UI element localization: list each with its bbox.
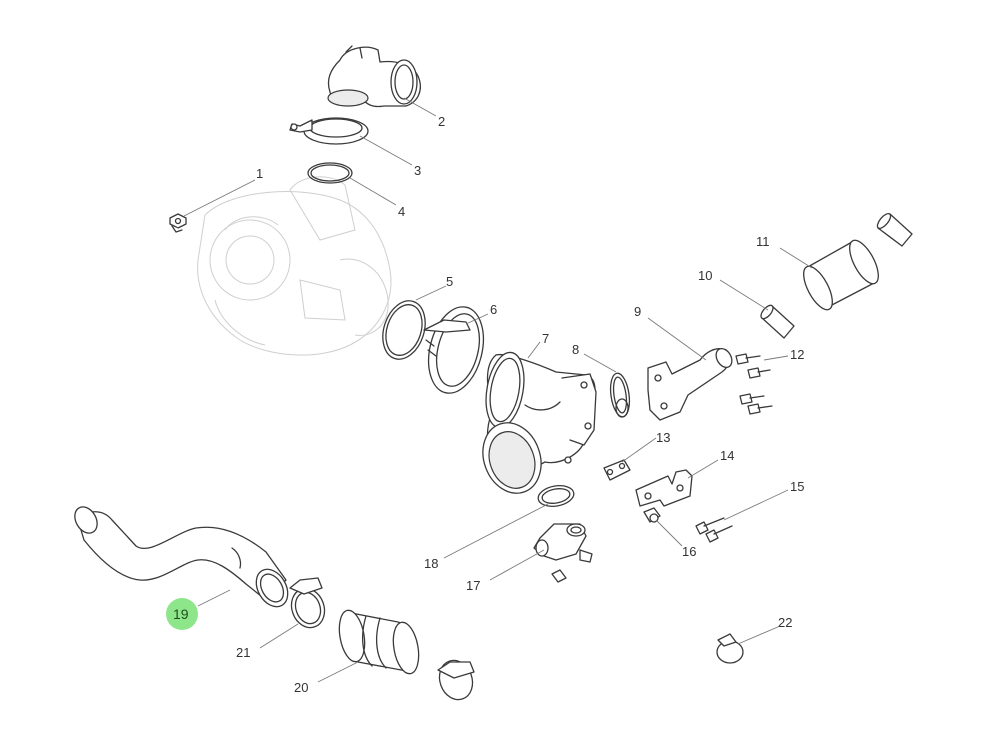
callout-labels: 1 2 3 4 5 6 7 8 9 10 11 12 13 14 15 16 1… xyxy=(173,114,804,695)
turbocharger-ghost xyxy=(197,176,392,356)
part-22-pclip xyxy=(716,633,744,664)
part-14-bracket xyxy=(635,469,693,507)
callout-13[interactable]: 13 xyxy=(656,430,670,445)
highlight-marker-19 xyxy=(166,598,198,630)
part-2-elbow xyxy=(327,45,421,108)
callout-12[interactable]: 12 xyxy=(790,347,804,362)
part-21-clamp xyxy=(289,577,326,629)
part-19-hose xyxy=(74,506,289,608)
callout-1[interactable]: 1 xyxy=(256,166,263,181)
callout-21[interactable]: 21 xyxy=(236,645,250,660)
part-12-bolts xyxy=(735,353,773,415)
part-18-oring xyxy=(537,485,575,507)
part-10-sleeve xyxy=(760,304,795,339)
callout-2[interactable]: 2 xyxy=(438,114,445,129)
callout-3[interactable]: 3 xyxy=(414,163,421,178)
callout-4[interactable]: 4 xyxy=(398,204,405,219)
part-11-hose xyxy=(803,239,879,311)
part-3-vband-clamp xyxy=(289,117,369,145)
leader-lines xyxy=(183,97,813,683)
part-15-bolts xyxy=(695,517,733,543)
callout-10[interactable]: 10 xyxy=(698,268,712,283)
callout-7[interactable]: 7 xyxy=(542,331,549,346)
part-7-exhaust-housing xyxy=(482,351,597,494)
part-11-endcap xyxy=(876,212,913,247)
part-4-oring xyxy=(307,162,353,184)
part-5-oring xyxy=(382,300,426,360)
callout-17[interactable]: 17 xyxy=(466,578,480,593)
callout-15[interactable]: 15 xyxy=(790,479,804,494)
callout-19[interactable]: 19 xyxy=(173,606,189,622)
callout-22[interactable]: 22 xyxy=(778,615,792,630)
part-1-nut xyxy=(169,213,187,233)
part-8-gasket xyxy=(609,372,631,418)
callout-14[interactable]: 14 xyxy=(720,448,734,463)
callout-11[interactable]: 11 xyxy=(756,234,770,249)
callout-8[interactable]: 8 xyxy=(572,342,579,357)
callout-18[interactable]: 18 xyxy=(424,556,438,571)
part-16-fastener xyxy=(643,507,661,523)
part-13-gasket xyxy=(603,459,631,481)
callout-5[interactable]: 5 xyxy=(446,274,453,289)
callout-9[interactable]: 9 xyxy=(634,304,641,319)
callout-20[interactable]: 20 xyxy=(294,680,308,695)
part-6-clamp xyxy=(423,306,485,394)
callout-6[interactable]: 6 xyxy=(490,302,497,317)
part-17-housing xyxy=(533,523,593,583)
callout-16[interactable]: 16 xyxy=(682,544,696,559)
part-9-pipe xyxy=(647,348,733,421)
part-20-coupling xyxy=(338,609,475,701)
